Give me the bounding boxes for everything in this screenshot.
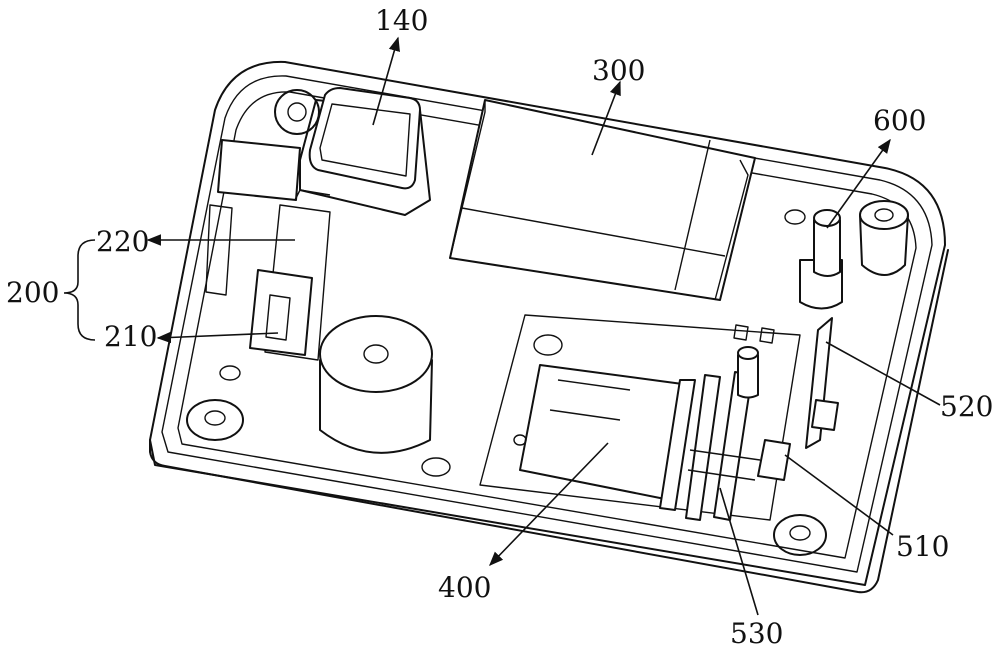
screw-boss-top-right	[859, 200, 909, 276]
label-510: 510	[896, 530, 949, 563]
leader-510	[784, 454, 894, 536]
screw-boss-bottom-right	[773, 514, 827, 556]
component-300-battery	[449, 99, 756, 301]
label-300: 300	[592, 54, 645, 87]
label-530: 530	[730, 617, 783, 650]
motor-compartment	[479, 314, 801, 521]
leader-140	[372, 36, 400, 126]
screw-boss-top-left	[274, 89, 320, 135]
label-400: 400	[438, 571, 491, 604]
mount-hole	[784, 209, 806, 225]
leader-300	[591, 80, 621, 156]
mount-hole	[421, 457, 451, 477]
reference-labels: 140 300 600 220 200 210 520 510 400 530	[6, 4, 993, 650]
label-210: 210	[104, 320, 157, 353]
component-600-post	[799, 209, 843, 310]
component-520-lever	[805, 317, 839, 449]
gear-assembly	[659, 324, 791, 521]
mount-hole	[219, 365, 241, 381]
component-200-connector	[205, 139, 331, 361]
label-520: 520	[940, 390, 993, 423]
screw-boss-bottom-left	[186, 399, 244, 441]
label-200: 200	[6, 276, 59, 309]
leader-lines	[63, 36, 941, 616]
leader-400	[488, 442, 609, 567]
leader-210	[156, 331, 279, 344]
brace-200	[63, 239, 96, 341]
leader-600	[826, 138, 891, 229]
leader-530	[719, 487, 759, 616]
leader-520	[825, 341, 941, 406]
label-140: 140	[375, 4, 428, 37]
label-600: 600	[873, 104, 926, 137]
label-220: 220	[96, 225, 149, 258]
component-140-button	[299, 87, 431, 216]
housing-outer	[149, 60, 949, 594]
cylinder-component	[319, 315, 433, 454]
